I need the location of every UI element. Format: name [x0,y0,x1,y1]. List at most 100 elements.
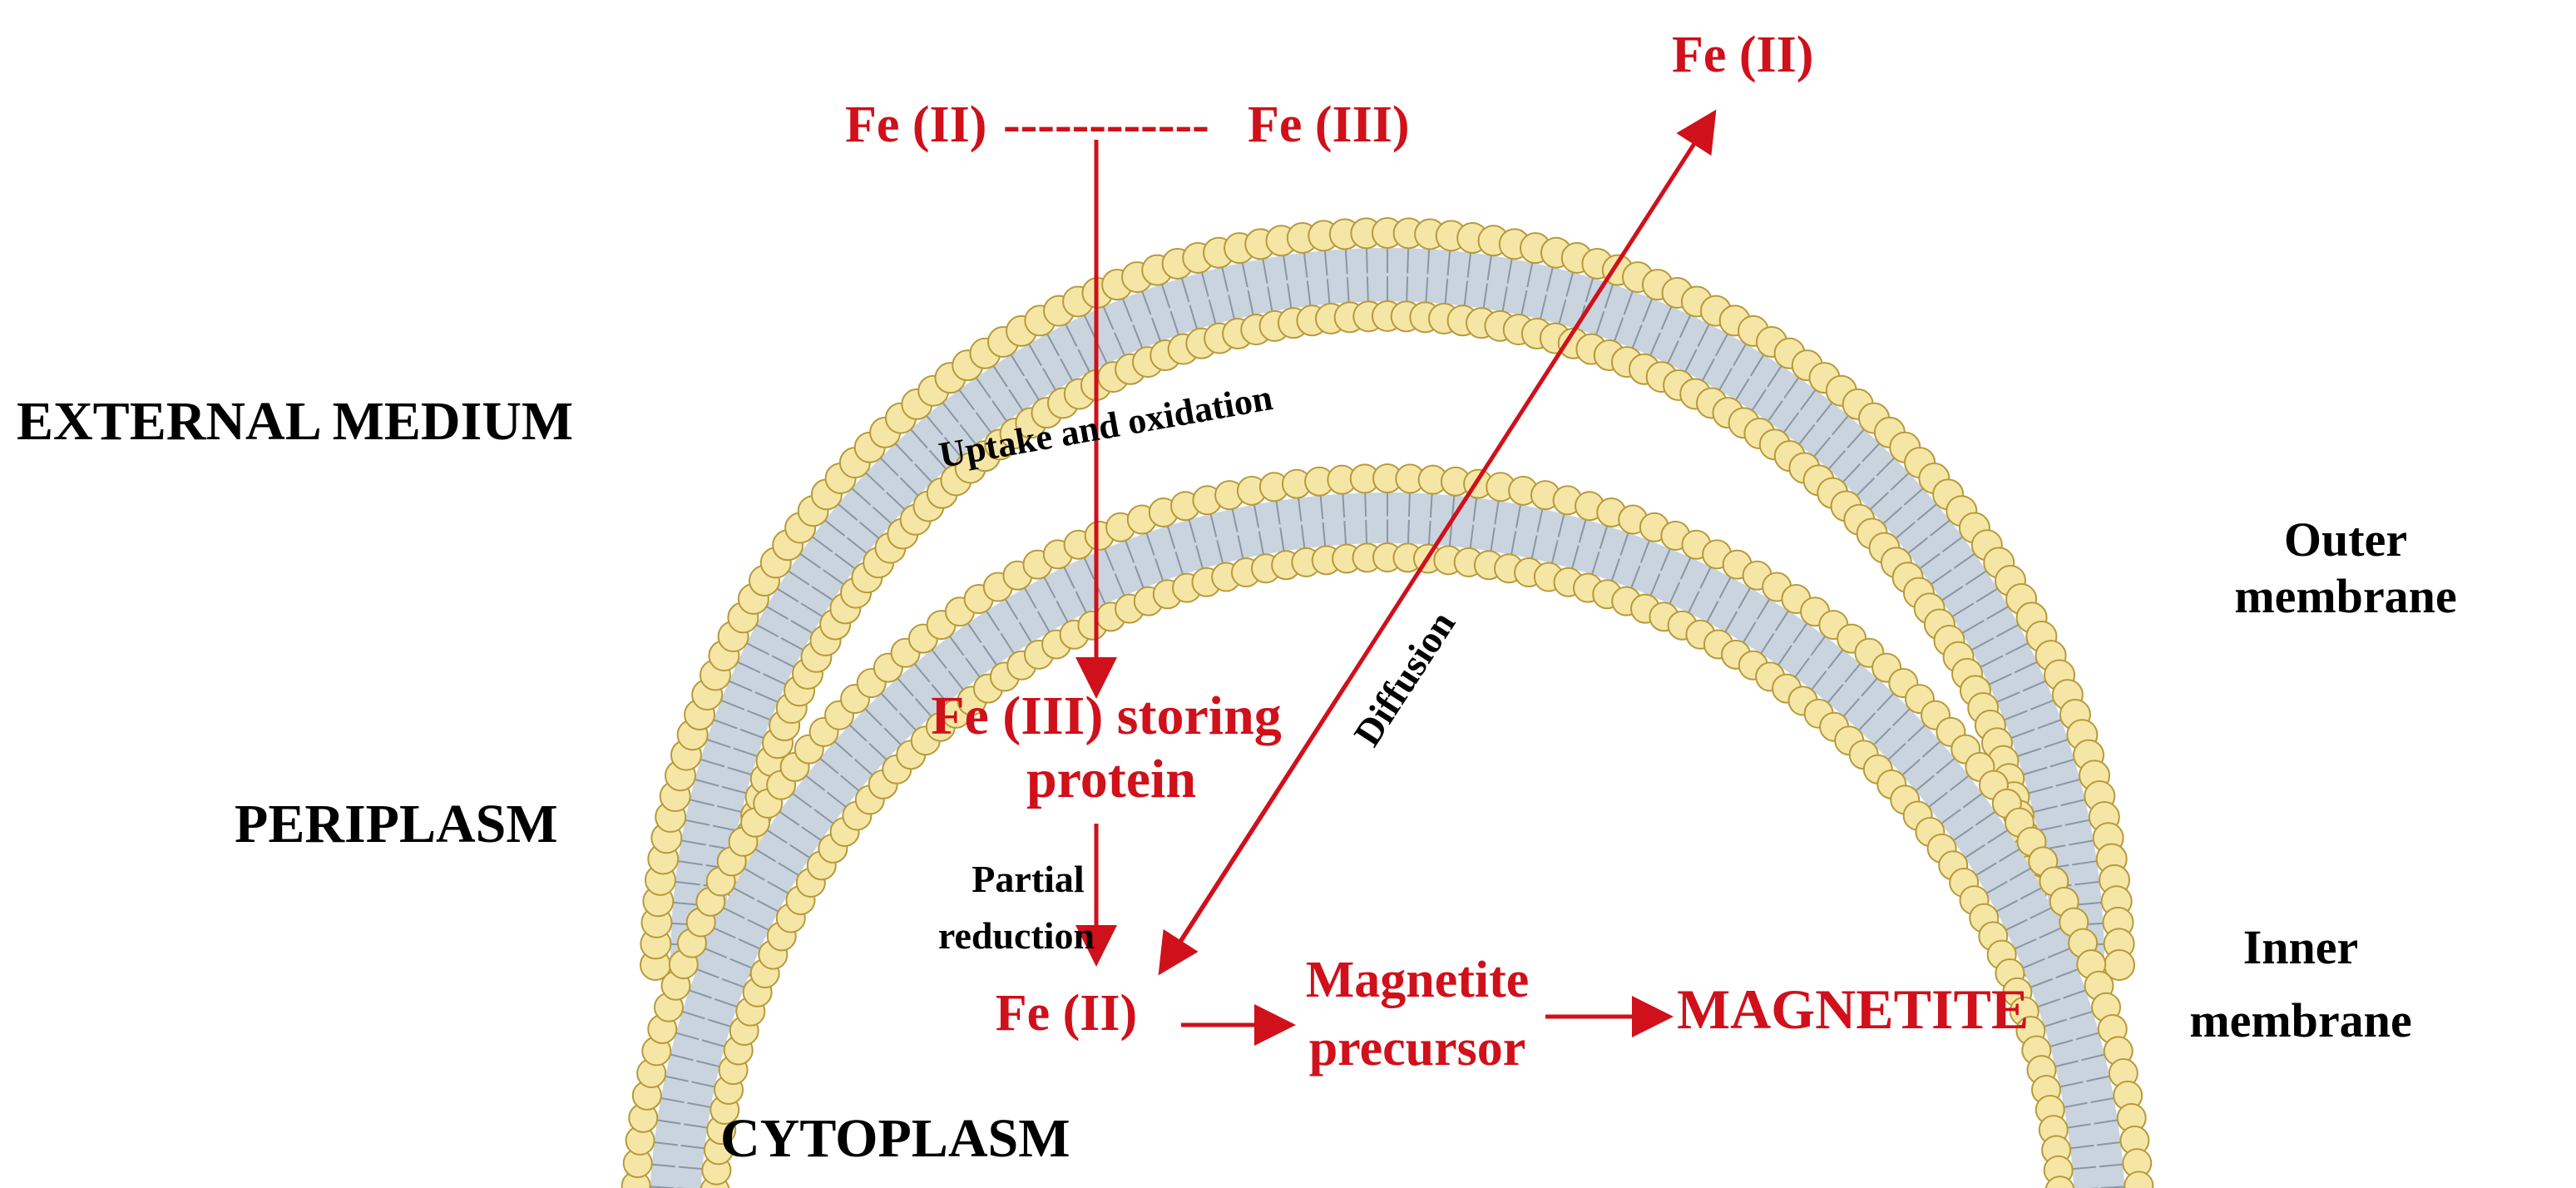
lipid-tail [2033,805,2058,813]
lipid-tail [868,742,888,760]
lipid-tail [2063,989,2086,999]
lipid-tail [1718,577,1732,599]
lipid-tail [1008,389,1024,411]
lipid-tail [1216,540,1224,564]
lipid-tail [2010,867,2031,881]
lipid-tail [2076,901,2102,906]
lipid-tail [1688,591,1700,613]
lipid-tail [665,1075,689,1082]
lipid-tail [1964,844,1985,859]
lipid-tail [1623,290,1634,315]
lipid-tail [713,719,738,730]
lipid-tail [914,697,932,717]
lipid-tail [1842,463,1861,483]
lipid-tail [1028,343,1042,366]
lipid-tail [747,710,771,721]
lipid-tail [1697,324,1710,347]
lipid-tail [738,938,761,950]
lipid-tail [2020,887,2042,900]
lipid-tail [1506,258,1513,284]
lipid-tail [755,624,779,638]
lipid-tail [992,365,1008,388]
lipid-tail [1407,248,1410,274]
lipid-tail [1010,354,1026,377]
lipid-tail [1132,324,1144,349]
lipid-tail [1679,314,1692,339]
lipid-tail [1907,724,1926,742]
lipid-tail [1065,324,1078,347]
lipid-tail [799,552,822,569]
lipid-tail [1056,601,1069,623]
lipid-tail [1578,519,1587,543]
lipid-tail [944,437,962,458]
lipid-tail [721,785,747,794]
lipid-tail [819,757,839,775]
lipid-tail [975,412,992,433]
lipid-tail [1228,295,1235,319]
lipid-tail [695,778,719,787]
lipid-tail [729,680,753,692]
lipid-tail [883,727,902,745]
lipid-tail [834,552,856,570]
lipid-tail [651,1163,676,1168]
lipid-tail [1985,880,2008,894]
lipid-tail [706,738,731,749]
lipid-tail [1919,552,1941,570]
lipid-tail [2067,1123,2091,1129]
lipid-tail [1928,791,1949,808]
lipid-tail [1783,377,1800,399]
lipid-tail [1125,540,1135,563]
lipid-tail [788,570,810,586]
lipid-tail [1482,283,1488,309]
magnetite-label: MAGNETITE [1677,978,2029,1041]
lipid-tail [1023,587,1037,609]
lipid-tail [1247,290,1254,315]
lipid-tail [1876,692,1895,711]
lipid-tail [690,799,714,807]
lipid-tail [1827,649,1844,670]
lipid-tail [1660,306,1673,330]
lipid-tail [1970,637,1995,651]
lipid-tail [1733,343,1747,366]
lipid-tail [1469,524,1475,549]
lipid-tail [1275,500,1281,525]
lipid-tail [897,677,914,697]
outer-membrane-bilayer [640,217,2135,981]
lipid-tail [1996,691,2020,703]
inner-membrane-label-line2: membrane [2189,993,2411,1047]
lipid-tail [687,1101,711,1108]
lipid-tail [1444,279,1449,304]
lipid-tail [1515,504,1522,528]
lipid-tail [1724,611,1738,633]
lipid-tail [1287,283,1293,309]
lipid-tail [1319,495,1324,520]
lipid-tail [859,522,880,539]
lipid-tail [678,1166,703,1171]
lipid-tail [675,880,700,886]
lipid-tail [654,1141,678,1146]
lipid-tail [1326,279,1331,304]
lipid-tail [2028,785,2054,794]
lipid-tail [948,636,965,656]
lipid-tail [1882,506,1903,525]
lipid-tail [1595,310,1605,335]
lipid-tail [1861,677,1878,697]
lipid-tail [1466,252,1472,278]
lipid-tail [771,655,795,668]
lipid-tail [1701,358,1715,382]
lipid-tail [848,724,868,742]
lipid-tail [1241,262,1248,288]
lipid-tail [2014,661,2038,674]
lipid-tail [1832,415,1849,436]
lipid-tail [763,673,787,686]
lipid-tail [2037,997,2061,1008]
lipid-tail [2004,710,2028,721]
lipid-tail [1738,587,1752,609]
outer-membrane-label-line2: membrane [2234,569,2456,623]
lipid-tail [1530,535,1538,559]
lipid-tail [1679,557,1692,580]
lipid-tail [1659,548,1671,572]
lipid-tail [2005,642,2029,656]
